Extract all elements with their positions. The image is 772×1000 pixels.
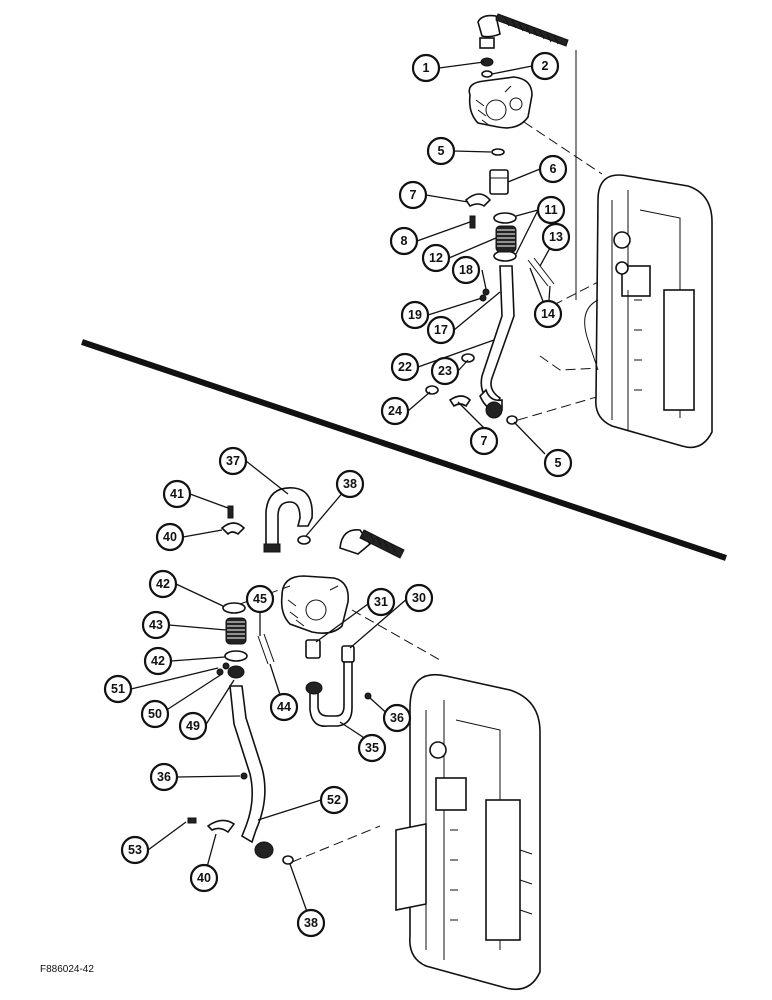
- callout-13: 13: [541, 222, 571, 252]
- svg-text:6: 6: [550, 162, 557, 176]
- callout-5b: 5: [543, 448, 573, 478]
- callout-43: 43: [141, 610, 171, 640]
- callout-11: 11: [536, 195, 566, 225]
- upper-assembly: [425, 13, 713, 449]
- callout-8: 8: [389, 226, 419, 256]
- callout-36: 36: [382, 703, 412, 733]
- svg-text:49: 49: [186, 719, 200, 733]
- svg-text:17: 17: [434, 323, 448, 337]
- lower-hose-elbow: [339, 529, 405, 559]
- callout-18: 18: [451, 255, 481, 285]
- svg-text:51: 51: [111, 682, 125, 696]
- svg-text:37: 37: [226, 454, 240, 468]
- lower-filter-spring: [225, 617, 247, 645]
- upper-hose-elbow: [477, 13, 569, 49]
- callout-24: 24: [380, 396, 410, 426]
- svg-text:53: 53: [128, 843, 142, 857]
- svg-text:31: 31: [374, 595, 388, 609]
- callout-51: 51: [103, 674, 133, 704]
- callout-23: 23: [430, 356, 460, 386]
- svg-text:36: 36: [390, 711, 404, 725]
- lower-long-pipe: [229, 685, 294, 865]
- callout-7b: 7: [469, 426, 499, 456]
- callout-49: 49: [178, 711, 208, 741]
- callout-50: 50: [140, 699, 170, 729]
- callout-19: 19: [400, 300, 430, 330]
- callout-1: 1: [411, 53, 441, 83]
- callout-38b: 38: [296, 908, 326, 938]
- upper-transmission-housing: [584, 174, 713, 449]
- callout-17: 17: [426, 315, 456, 345]
- callout-41: 41: [162, 479, 192, 509]
- callouts-lower: 37 38 41 40 42 45 31 30 43 42 51 50 49 4…: [103, 446, 434, 938]
- svg-text:23: 23: [438, 364, 452, 378]
- callout-36b: 36: [149, 762, 179, 792]
- callout-31: 31: [366, 587, 396, 617]
- upper-filter-spring: [495, 225, 517, 253]
- svg-text:38: 38: [304, 916, 318, 930]
- svg-text:40: 40: [197, 871, 211, 885]
- svg-text:13: 13: [549, 230, 563, 244]
- lower-assembly: [187, 487, 541, 991]
- svg-text:38: 38: [343, 477, 357, 491]
- svg-text:11: 11: [544, 203, 557, 217]
- callout-53: 53: [120, 835, 150, 865]
- callout-6: 6: [538, 154, 568, 184]
- svg-text:30: 30: [412, 591, 426, 605]
- svg-text:1: 1: [423, 61, 430, 75]
- upper-valve-housing: [468, 76, 533, 129]
- callout-2: 2: [530, 51, 560, 81]
- svg-text:50: 50: [148, 707, 162, 721]
- svg-text:7: 7: [481, 434, 488, 448]
- svg-text:42: 42: [151, 654, 165, 668]
- upper-pipe: [479, 265, 518, 425]
- svg-text:44: 44: [277, 700, 291, 714]
- svg-text:41: 41: [170, 487, 184, 501]
- svg-text:40: 40: [163, 530, 177, 544]
- svg-text:35: 35: [365, 741, 379, 755]
- svg-text:5: 5: [555, 456, 562, 470]
- callout-7: 7: [398, 180, 428, 210]
- svg-text:18: 18: [459, 263, 473, 277]
- callouts-upper: 1 2 5 6 7 8 11 12 13 18 19 14 17 22 23 2…: [380, 51, 573, 478]
- lower-u-tube: [305, 661, 353, 727]
- svg-text:8: 8: [401, 234, 408, 248]
- callout-42: 42: [148, 569, 178, 599]
- callout-22: 22: [390, 352, 420, 382]
- svg-text:19: 19: [408, 308, 422, 322]
- svg-text:52: 52: [327, 793, 341, 807]
- svg-text:24: 24: [388, 404, 402, 418]
- lower-bent-tube: [263, 487, 313, 553]
- svg-text:12: 12: [429, 251, 443, 265]
- callout-35: 35: [357, 733, 387, 763]
- svg-text:45: 45: [253, 592, 267, 606]
- svg-text:22: 22: [398, 360, 412, 374]
- svg-text:2: 2: [542, 59, 549, 73]
- svg-text:7: 7: [410, 188, 417, 202]
- separator-line: [81, 339, 727, 561]
- callout-44: 44: [269, 692, 299, 722]
- svg-text:14: 14: [541, 307, 555, 321]
- figure-id: F886024-42: [40, 964, 94, 975]
- callout-30: 30: [404, 583, 434, 613]
- callout-12: 12: [421, 243, 451, 273]
- callout-37: 37: [218, 446, 248, 476]
- callout-45: 45: [245, 584, 275, 614]
- lower-transmission-housing: [395, 674, 541, 991]
- svg-text:36: 36: [157, 770, 171, 784]
- callout-40b: 40: [189, 863, 219, 893]
- callout-40: 40: [155, 522, 185, 552]
- leader-lines: [130, 61, 557, 924]
- callout-38: 38: [335, 469, 365, 499]
- callout-52: 52: [319, 785, 349, 815]
- callout-42b: 42: [143, 646, 173, 676]
- svg-text:42: 42: [156, 577, 170, 591]
- svg-text:43: 43: [149, 618, 163, 632]
- callout-5: 5: [426, 136, 456, 166]
- callout-14: 14: [533, 299, 563, 329]
- lower-valve-housing: [280, 575, 350, 634]
- svg-text:5: 5: [438, 144, 445, 158]
